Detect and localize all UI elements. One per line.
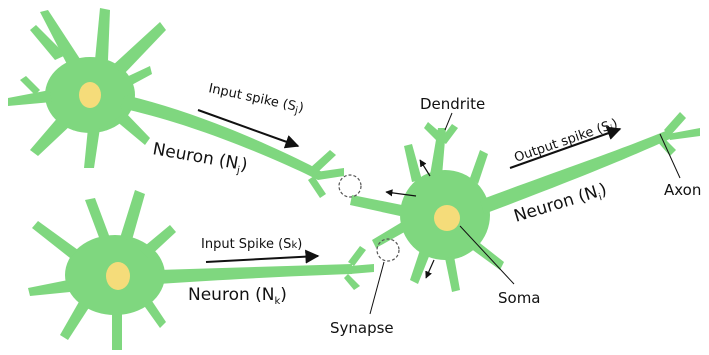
- synapse-marker-j: [339, 175, 361, 197]
- synapse-label: Synapse: [330, 319, 394, 337]
- nucleus-ni: [434, 205, 460, 231]
- nucleus-nj: [79, 82, 101, 108]
- neuron-nk-label: Neuron (Nk): [188, 285, 287, 307]
- flow-arrow-upleft: [420, 160, 430, 176]
- axon-label: Axon: [664, 181, 701, 199]
- flow-arrow-downleft: [426, 260, 434, 278]
- synapse-marker-k: [377, 239, 399, 261]
- input-spike-k-arrow: [206, 256, 318, 262]
- input-spike-k-label: Input Spike (Sk): [201, 237, 302, 252]
- neuron-nj-label: Neuron (Nj): [151, 139, 249, 177]
- input-spike-j-label: Input spike (Sj): [207, 81, 305, 118]
- neuron-nk: [28, 190, 374, 350]
- dendrite-label: Dendrite: [420, 95, 485, 113]
- neuron-ni: [350, 112, 700, 292]
- soma-label: Soma: [498, 289, 541, 307]
- nucleus-nk: [106, 262, 130, 290]
- axon-leader: [660, 134, 680, 178]
- soma-leader: [460, 226, 514, 284]
